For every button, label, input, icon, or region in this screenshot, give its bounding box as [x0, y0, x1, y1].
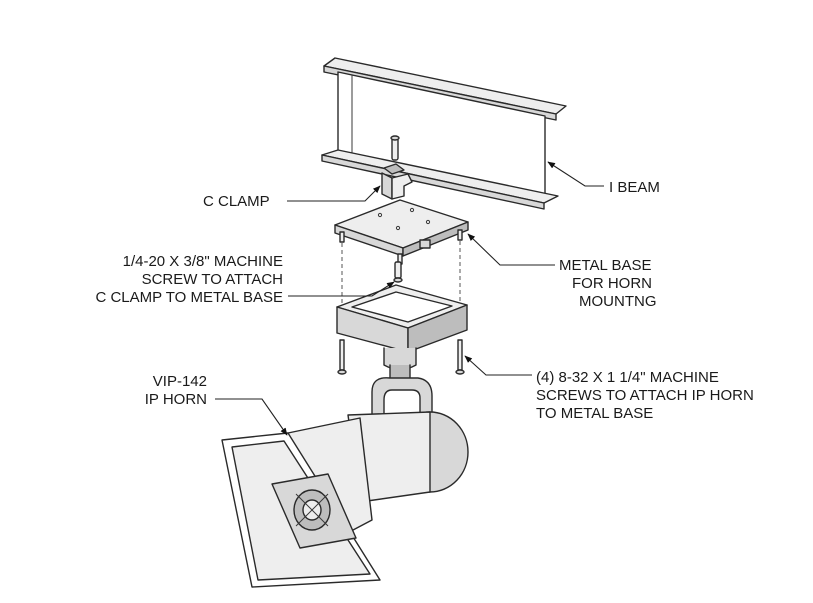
label-screws4-line2: SCREWS TO ATTACH IP HORN: [536, 387, 754, 404]
metal-base-plate: [334, 199, 469, 265]
label-metal-base-line3: MOUNTNG: [579, 293, 657, 310]
clamp-bolt: [390, 135, 400, 161]
label-screw-line1: 1/4-20 X 3/8" MACHINE: [123, 253, 283, 270]
label-horn-line2: IP HORN: [145, 391, 207, 408]
label-metal-base-line1: METAL BASE: [559, 257, 652, 274]
horn-mount-box: [336, 284, 468, 381]
label-screws4-line1: (4) 8-32 X 1 1/4" MACHINE: [536, 369, 719, 386]
labels: I BEAM C CLAMP 1/4-20 X 3/8" MACHINE SCR…: [95, 179, 753, 422]
long-screws: [337, 339, 465, 375]
label-screw-line3: C CLAMP TO METAL BASE: [95, 289, 283, 306]
machine-screw: [393, 261, 403, 283]
label-i-beam: I BEAM: [609, 179, 660, 196]
label-horn-line1: VIP-142: [153, 373, 207, 390]
label-metal-base-line2: FOR HORN: [572, 275, 652, 292]
label-screw-line2: SCREW TO ATTACH: [142, 271, 283, 288]
leaders: [215, 161, 604, 436]
label-screws4-line3: TO METAL BASE: [536, 405, 653, 422]
label-c-clamp: C CLAMP: [203, 193, 270, 210]
c-clamp: [381, 163, 413, 200]
ip-horn: [221, 377, 469, 588]
i-beam: [321, 57, 567, 210]
